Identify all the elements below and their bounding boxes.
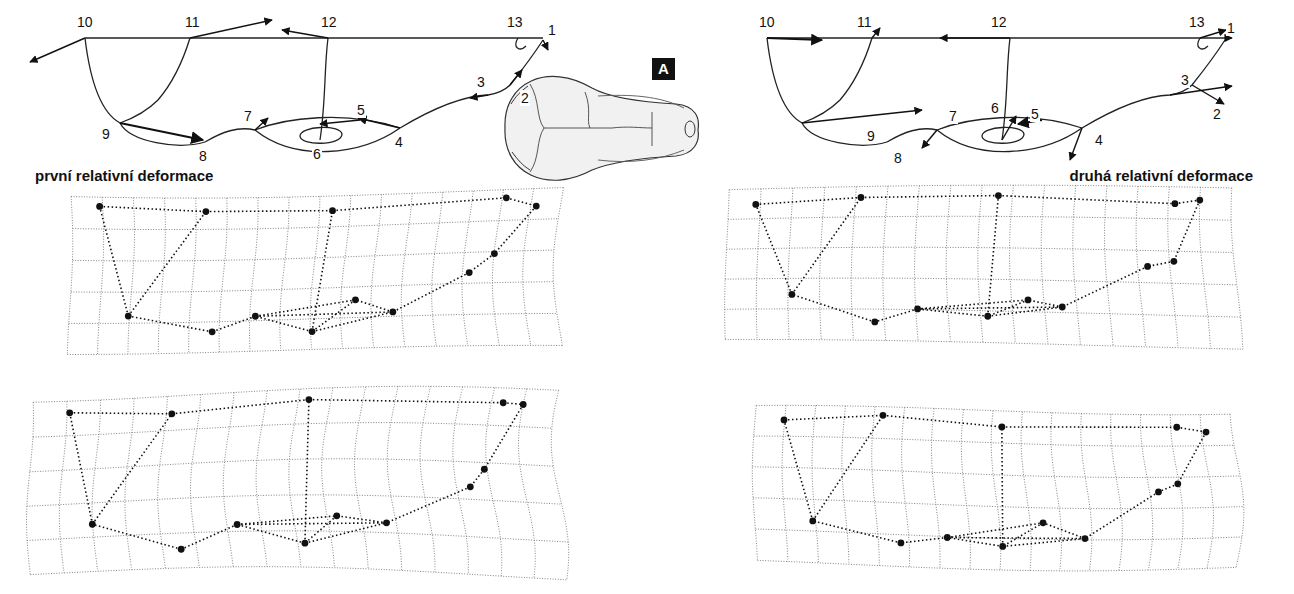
- callout-number: 8: [198, 148, 208, 164]
- outline-curve: [802, 38, 872, 123]
- outline-curve: [516, 38, 526, 49]
- callout-number: 6: [990, 100, 1000, 116]
- callout-number: 3: [1180, 72, 1190, 88]
- skull-drawing: [505, 76, 699, 180]
- vector-arrow: [358, 118, 400, 128]
- vector-arrow: [1192, 85, 1224, 104]
- outline-curve: [205, 129, 255, 142]
- spline-grid: [752, 405, 1244, 571]
- outline-curve: [320, 38, 328, 140]
- callout-number: 12: [320, 14, 338, 30]
- outline-curve: [120, 123, 205, 145]
- deformation-grid: [27, 185, 1244, 580]
- vector-arrow: [1225, 37, 1232, 38]
- outline-curve: [982, 127, 1024, 143]
- outline-curve: [1002, 38, 1010, 140]
- outline-curve: [85, 38, 120, 123]
- outline-curve: [300, 127, 342, 143]
- callout-number: 10: [76, 14, 94, 30]
- vector-arrow: [120, 123, 203, 140]
- callout-number: 4: [394, 134, 404, 150]
- callout-number: 2: [1212, 106, 1222, 122]
- spline-grid: [67, 188, 563, 355]
- spline-grid: [725, 185, 1243, 349]
- callout-number: 13: [506, 14, 524, 30]
- outline-curve: [767, 38, 802, 123]
- vector-arrow: [872, 28, 880, 38]
- callout-number: 10: [758, 14, 776, 30]
- outline-curve: [85, 37, 543, 38]
- callout-number: 5: [1030, 106, 1040, 122]
- spline-grid: [27, 386, 569, 580]
- vector-arrow: [255, 118, 268, 130]
- callout-number: 8: [893, 150, 903, 166]
- callout-number: 1: [547, 22, 557, 38]
- panel-caption: první relativní deformace: [34, 168, 214, 184]
- callout-number: 9: [101, 126, 111, 142]
- vector-arrow: [1070, 128, 1082, 160]
- callout-number: 9: [866, 128, 876, 144]
- vector-arrow: [320, 120, 360, 124]
- callout-number: 7: [948, 108, 958, 124]
- callout-number: 7: [243, 108, 253, 124]
- callout-number: 3: [476, 74, 486, 90]
- callout-number: 12: [990, 14, 1008, 30]
- vector-arrow: [510, 70, 522, 85]
- callout-number: 11: [184, 14, 201, 30]
- callout-number: 11: [856, 14, 873, 30]
- vector-arrow: [802, 110, 922, 123]
- callout-number: 2: [520, 90, 530, 106]
- outline-curve: [937, 128, 1082, 152]
- vector-arrow: [1200, 30, 1226, 38]
- vector-arrow: [922, 130, 937, 148]
- vector-arrow: [543, 40, 548, 50]
- vector-arrow: [190, 20, 272, 38]
- vector-arrow: [1002, 116, 1016, 140]
- callout-number: 6: [312, 146, 322, 162]
- outline-curve: [802, 123, 887, 145]
- vector-arrow: [940, 37, 1010, 38]
- vector-arrow: [282, 30, 328, 38]
- outline-curve: [1198, 38, 1208, 49]
- outline-curve: [767, 37, 1225, 38]
- callout-number: 4: [1094, 132, 1104, 148]
- outline-curve: [255, 128, 400, 152]
- callout-number: 1: [1226, 20, 1236, 36]
- vector-arrow: [767, 38, 822, 40]
- outline-curve: [1082, 40, 1225, 128]
- callout-number: 5: [356, 102, 366, 118]
- callout-number: 13: [1188, 14, 1206, 30]
- panel-caption: druhá relativní deformace: [1069, 168, 1254, 184]
- vector-arrow: [470, 95, 488, 98]
- outline-curve: [120, 38, 190, 123]
- vector-arrow: [30, 38, 85, 62]
- panel-letter: A: [652, 58, 675, 80]
